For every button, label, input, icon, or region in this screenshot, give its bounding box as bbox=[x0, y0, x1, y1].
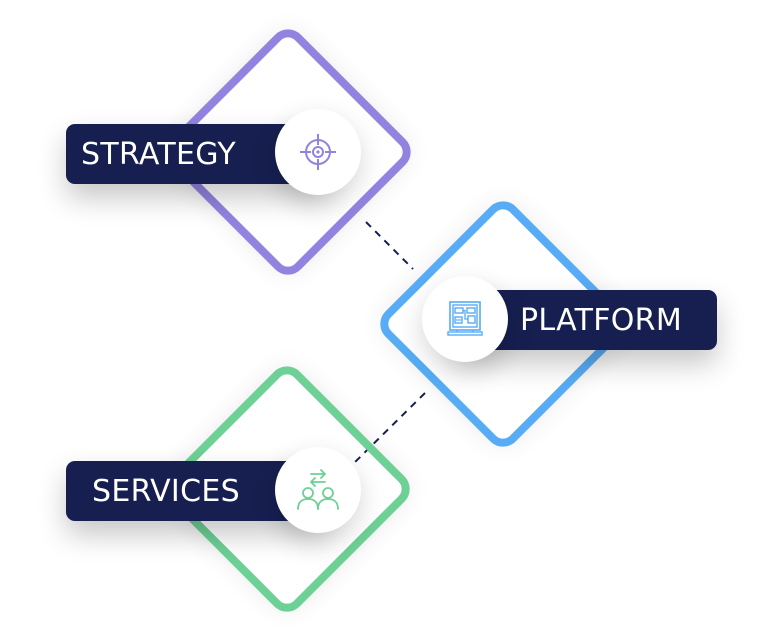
people-exchange-icon bbox=[297, 469, 339, 510]
platform-diamond bbox=[380, 201, 626, 447]
services-diamond bbox=[164, 366, 410, 612]
strategy-diamond bbox=[165, 29, 411, 275]
connector-strategy-platform bbox=[365, 221, 414, 270]
services-label-text: SERVICES bbox=[92, 473, 240, 509]
connector-services-platform bbox=[351, 392, 426, 466]
monitor-dashboard-icon bbox=[447, 301, 483, 336]
strategy-icon-badge bbox=[275, 109, 361, 195]
target-crosshair-icon bbox=[300, 134, 336, 170]
strategy-label-text: STRATEGY bbox=[81, 136, 236, 172]
platform-label-text: PLATFORM bbox=[520, 302, 683, 338]
services-icon-badge bbox=[275, 447, 361, 533]
platform-icon-badge bbox=[422, 276, 508, 362]
